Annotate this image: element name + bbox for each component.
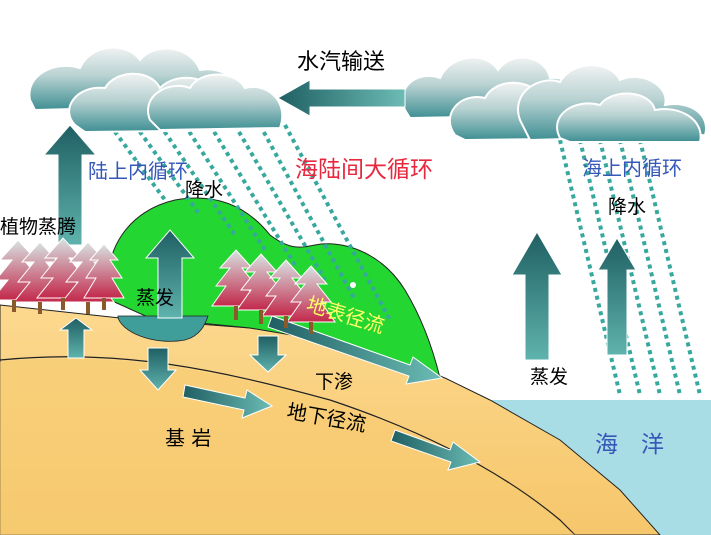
lake bbox=[117, 315, 209, 342]
precip-land-label: 降水 bbox=[185, 179, 224, 201]
groundwater-arrow-2 bbox=[390, 429, 482, 471]
ocean-label: 海 洋 bbox=[595, 432, 664, 458]
rain-land bbox=[108, 123, 392, 321]
bedrock-label: 基 岩 bbox=[165, 426, 212, 450]
infiltration-arrow-mid bbox=[138, 347, 178, 391]
vapor-transport-label: 水汽输送 bbox=[297, 50, 386, 75]
land-cycle-label: 陆上内循环 bbox=[88, 159, 188, 183]
trees-right bbox=[211, 249, 336, 334]
evap-ocean-arrow bbox=[511, 231, 563, 361]
trees-left bbox=[0, 237, 125, 314]
ocean-cycle-label: 海上内循环 bbox=[582, 156, 682, 180]
infiltration-arrow-right bbox=[248, 335, 288, 373]
precip-ocean-label: 降水 bbox=[608, 196, 647, 218]
infiltration-label: 下渗 bbox=[315, 371, 354, 393]
infiltration-arrow-left bbox=[58, 317, 94, 359]
evap-ocean-label: 蒸发 bbox=[530, 366, 569, 388]
transpiration-label: 植物蒸腾 bbox=[0, 216, 77, 238]
marker-dot bbox=[350, 282, 356, 288]
precip-ocean-arrow bbox=[597, 237, 637, 356]
evap-land-label: 蒸发 bbox=[136, 287, 175, 309]
sea-land-cycle-label: 海陆间大循环 bbox=[295, 157, 433, 183]
bedrock-fill bbox=[0, 358, 575, 535]
cloud-right bbox=[401, 56, 708, 143]
evap-land-arrow bbox=[144, 229, 196, 319]
groundwater-arrow-1 bbox=[182, 384, 274, 419]
transpiration-arrow bbox=[42, 124, 98, 246]
bedrock-line bbox=[0, 356, 576, 535]
vapor-transport-arrow bbox=[276, 79, 406, 117]
cloud-left bbox=[28, 46, 284, 134]
